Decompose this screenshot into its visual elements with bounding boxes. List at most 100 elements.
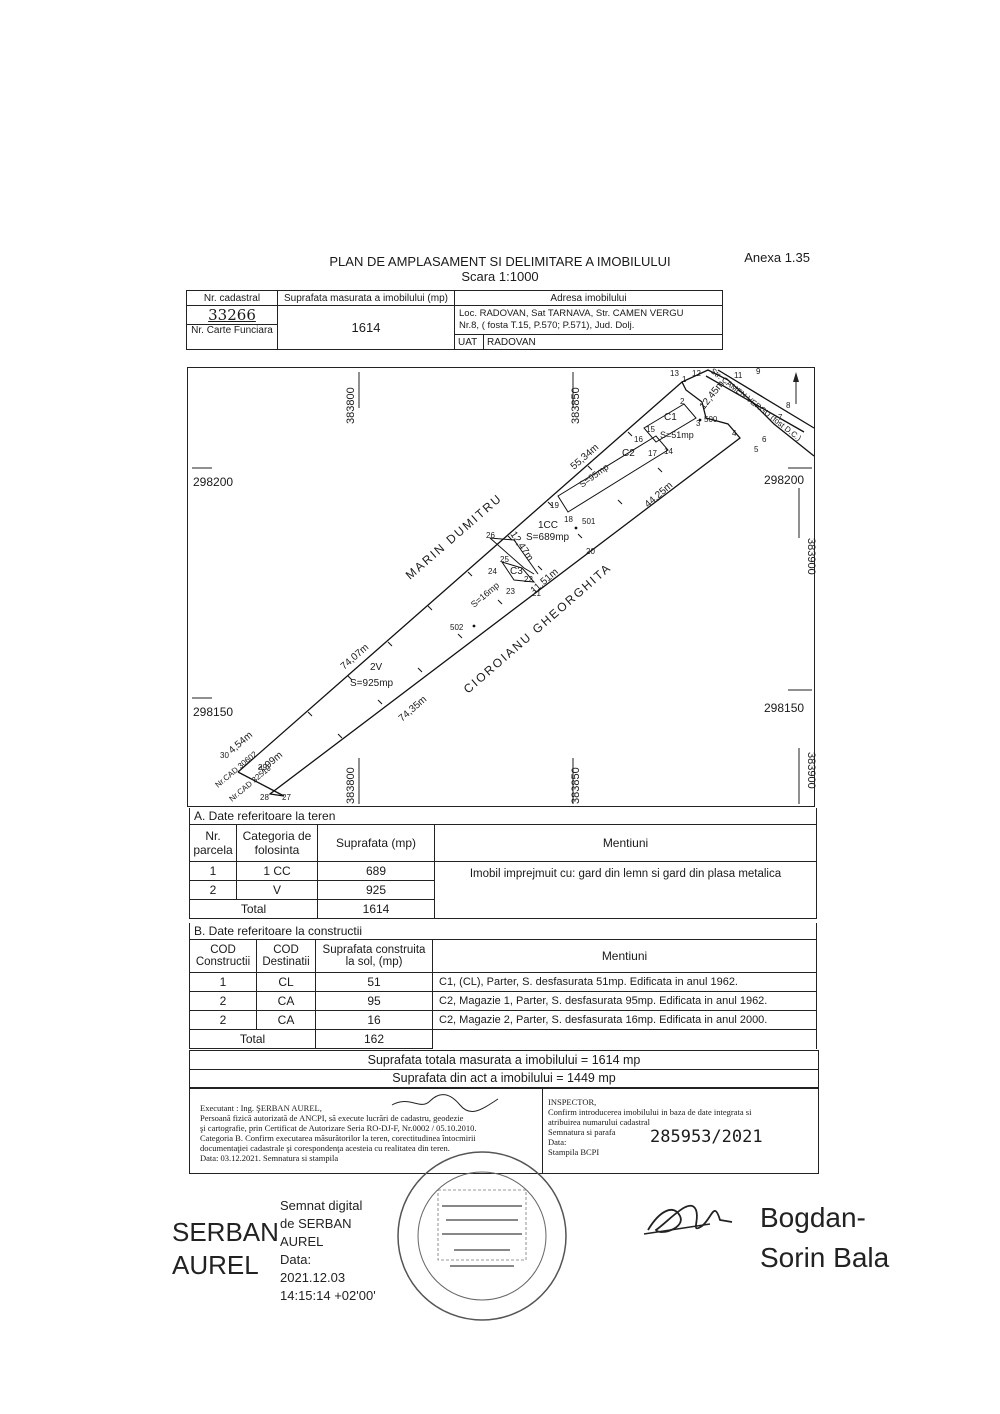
grid-y-label-298200-left: 298200 — [193, 475, 233, 489]
point-3: 3 — [696, 419, 701, 428]
digital-signature-line: AUREL — [280, 1234, 324, 1249]
table-total-row: Total 162 — [189, 1029, 817, 1049]
site-plan-drawing: 383800 383850 383900 383800 383850 38390… — [192, 368, 816, 804]
built-area: 95 — [315, 991, 433, 1011]
point-16: 16 — [634, 435, 643, 444]
deed-area: Suprafata din act a imobilului = 1449 mp — [189, 1069, 819, 1088]
point-18: 18 — [564, 515, 573, 524]
point-19: 19 — [550, 501, 559, 510]
parcel-cc-area: S=689mp — [526, 532, 570, 543]
executant-signature-icon — [391, 1094, 499, 1113]
executant-line: Executant : Ing. ŞERBAN AUREL, — [200, 1103, 322, 1113]
inspector-line: Semnatura si parafa — [548, 1127, 616, 1137]
point-13: 13 — [670, 369, 679, 378]
header-notes: Mentiuni — [432, 939, 817, 973]
col-measured-area: Suprafata masurata a imobilului (mp) — [277, 290, 455, 306]
header-built-area: Suprafata construita la sol, (mp) — [315, 939, 433, 973]
inspector-line: Stampila BCPI — [548, 1147, 600, 1157]
grid-x-label-383850-top: 383850 — [570, 387, 582, 424]
point-20: 20 — [586, 547, 595, 556]
total-label: Total — [189, 1029, 316, 1049]
point-9: 9 — [756, 368, 761, 376]
parcel-v-label: 2V — [370, 662, 383, 673]
table-row: 2 CA 16 C2, Magazie 2, Parter, S. desfas… — [189, 1010, 817, 1030]
table-row: 2 CA 95 C2, Magazie 1, Parter, S. desfas… — [189, 991, 817, 1011]
destination-code: CA — [256, 1010, 316, 1030]
construction-note: C2, Magazie 1, Parter, S. desfasurata 95… — [432, 991, 817, 1011]
point-1: 1 — [682, 375, 687, 384]
table-row: 1 1 CC 689 Imobil imprejmuit cu: gard di… — [189, 861, 817, 919]
construction-code: 2 — [189, 1010, 257, 1030]
point-15: 15 — [646, 425, 655, 434]
executant-block: Executant : Ing. ŞERBAN AUREL, Persoană … — [200, 1103, 540, 1163]
executant-line: Categoria B. Confirm executarea măsurăto… — [200, 1133, 476, 1143]
executant-line: Persoană fizică autorizată de ANCPI, să … — [200, 1113, 464, 1123]
header-destination-code: COD Destinatii — [256, 939, 316, 973]
dimension-south-segment: 44,25m — [643, 480, 675, 510]
inspector-line: INSPECTOR, — [548, 1097, 597, 1107]
official-stamp-icon — [397, 1151, 567, 1321]
scale-label: Scara 1:1000 — [461, 269, 539, 284]
col-cadastral-number: Nr. cadastral — [186, 290, 278, 306]
parcel-area: 689 — [317, 861, 435, 881]
digital-signature-details: Semnat digital de SERBAN AUREL Data: 202… — [280, 1197, 376, 1305]
destination-code: CL — [256, 972, 316, 992]
digital-signature-line: 2021.12.03 — [280, 1270, 346, 1285]
point-11: 11 — [734, 371, 743, 380]
inspector-name-line: Bogdan- — [760, 1202, 866, 1233]
grid-x-label-383800-bottom: 383800 — [345, 767, 357, 804]
point-28: 28 — [260, 793, 269, 802]
footer-divider — [542, 1089, 543, 1173]
digital-signature-line: Semnat digital — [280, 1198, 363, 1213]
point-27: 27 — [282, 793, 291, 802]
built-area: 16 — [315, 1010, 433, 1030]
parcel-nr: 1 — [189, 861, 237, 881]
point-21: 21 — [532, 589, 541, 598]
construction-c1-label: C1 — [664, 412, 677, 423]
annex-label: Anexa 1.35 — [744, 250, 810, 265]
inspector-line: Confirm introducerea imobilului in baza … — [548, 1107, 752, 1117]
construction-c3-label: C3 — [510, 566, 523, 577]
point-2: 2 — [680, 397, 685, 406]
digital-signature-line: 14:15:14 +02'00' — [280, 1288, 376, 1303]
dimension-south-long: 74,35m — [397, 694, 429, 724]
header-notes: Mentiuni — [434, 824, 817, 862]
land-book-label: Nr. Carte Funciara — [187, 324, 277, 336]
grid-x-label-383850-bottom: 383850 — [570, 767, 582, 804]
point-8: 8 — [786, 401, 791, 410]
inspector-handwritten-signature-icon — [643, 1204, 733, 1235]
parcel-category: 1 CC — [236, 861, 318, 881]
grid-y-label-298200-right: 298200 — [764, 473, 804, 487]
construction-note: C2, Magazie 2, Parter, S. desfasurata 16… — [432, 1010, 817, 1030]
construction-c3-area: S=16mp — [469, 580, 501, 609]
point-29: 29 — [258, 763, 267, 772]
measured-area-value: 1614 — [277, 305, 455, 350]
construction-code: 1 — [189, 972, 257, 992]
parcel-cc-label: 1CC — [538, 520, 558, 531]
section-construction-data: B. Date referitoare la constructii COD C… — [189, 923, 817, 1049]
parcel-area: 925 — [317, 880, 435, 900]
point-22: 22 — [524, 575, 533, 584]
total-measured-area: Suprafata totala masurata a imobilului =… — [189, 1050, 819, 1070]
total-value: 162 — [315, 1029, 433, 1049]
dimension-street-front: 12,45m — [698, 379, 727, 412]
grid-y-label-298150-right: 298150 — [764, 701, 804, 715]
destination-code: CA — [256, 991, 316, 1011]
address-cell: Loc. RADOVAN, Sat TARNAVA, Str. CAMEN VE… — [454, 305, 723, 335]
point-30: 30 — [220, 751, 229, 760]
signer-name-line: SERBAN — [172, 1217, 279, 1247]
point-4: 4 — [732, 429, 737, 438]
construction-c2-label: C2 — [622, 448, 635, 459]
point-502: 502 — [450, 623, 464, 632]
point-500: 500 — [704, 415, 718, 424]
cadastral-number-cell: 33266 Nr. Carte Funciara — [186, 305, 278, 350]
empty-cell — [432, 1029, 817, 1049]
dimension-north-long: 74,07m — [339, 642, 371, 672]
point-24: 24 — [488, 567, 497, 576]
section-b-caption: B. Date referitoare la constructii — [189, 923, 817, 939]
uat-label: UAT — [454, 334, 484, 350]
parcel-nr: 2 — [189, 880, 237, 900]
point-17: 17 — [648, 449, 657, 458]
section-land-data: A. Date referitoare la teren Nr. parcela… — [189, 808, 817, 919]
header-area: Suprafata (mp) — [317, 824, 435, 862]
